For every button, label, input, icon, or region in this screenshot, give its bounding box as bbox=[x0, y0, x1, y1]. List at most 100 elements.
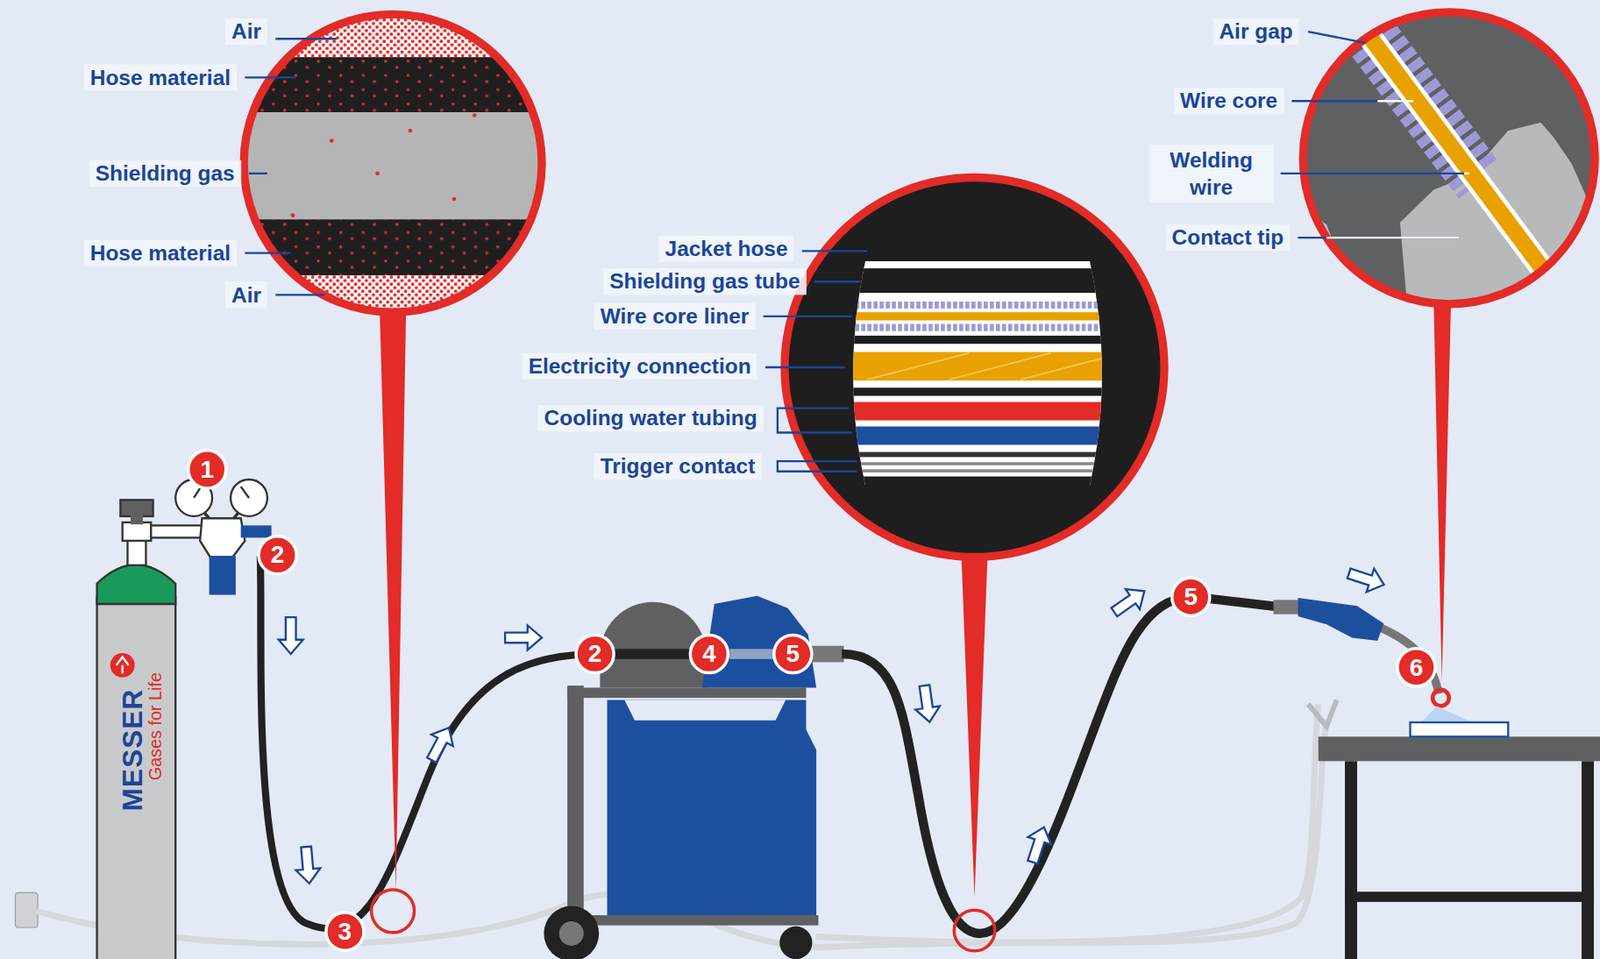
cable-layer bbox=[836, 387, 1123, 396]
leader-line bbox=[244, 76, 296, 79]
cart-wheel bbox=[543, 906, 599, 959]
leader-line bbox=[1280, 172, 1465, 175]
liner-wire bbox=[836, 312, 1123, 320]
cart-frame bbox=[567, 685, 584, 926]
gas-cylinder bbox=[97, 597, 177, 959]
part-label: Contact tip bbox=[1166, 224, 1291, 251]
callout-number: 5 bbox=[1170, 576, 1212, 619]
leader-line bbox=[1308, 31, 1366, 43]
part-label: Wire core liner bbox=[594, 303, 756, 330]
magnifier-ring bbox=[243, 14, 542, 313]
part-label: Welding wire bbox=[1149, 144, 1274, 203]
torch-hose bbox=[841, 597, 1280, 934]
leader-line bbox=[1377, 99, 1414, 102]
leader-line bbox=[1291, 99, 1378, 102]
arc-glow bbox=[1420, 705, 1475, 724]
air-layer bbox=[234, 0, 552, 57]
torch-connector bbox=[1273, 599, 1301, 614]
leader-line bbox=[790, 470, 858, 473]
brand-name: MESSER bbox=[117, 689, 150, 812]
torch-handle bbox=[1297, 597, 1384, 641]
gas-dot bbox=[291, 213, 296, 218]
table-leg bbox=[1581, 760, 1594, 959]
part-label: Wire core bbox=[1173, 87, 1284, 114]
cart-top-bar bbox=[567, 687, 806, 698]
torch-nozzle bbox=[1432, 689, 1450, 707]
gas-dot bbox=[408, 128, 413, 134]
welding-wire bbox=[1346, 6, 1561, 294]
flow-arrow bbox=[293, 846, 321, 885]
flow-arrow bbox=[1344, 561, 1387, 598]
part-label: Hose material bbox=[84, 240, 237, 267]
gas-layer bbox=[234, 112, 552, 220]
flow-arrow bbox=[1107, 581, 1152, 623]
callout-number: 1 bbox=[186, 448, 228, 491]
part-label: Air bbox=[225, 281, 268, 308]
power-plug bbox=[14, 892, 38, 928]
conductor-strands bbox=[867, 353, 1123, 380]
callout-number: 4 bbox=[689, 633, 731, 676]
flow-arrow bbox=[1021, 823, 1057, 866]
trigger-wire bbox=[836, 462, 1123, 465]
air-layer bbox=[234, 275, 552, 327]
brand-logo bbox=[110, 653, 136, 678]
magnifier-pointer bbox=[379, 305, 406, 890]
magnifier-pointer bbox=[1433, 300, 1451, 682]
cable-layer bbox=[836, 335, 1123, 344]
liner-coil bbox=[836, 324, 1123, 332]
leader-line bbox=[765, 366, 846, 369]
gas-dot bbox=[329, 138, 335, 143]
part-label: Shielding gas tube bbox=[603, 268, 806, 295]
wire-core-coil bbox=[1373, 7, 1493, 166]
leader-line bbox=[275, 37, 337, 40]
flow-arrow bbox=[912, 683, 942, 724]
torch-connector bbox=[810, 646, 844, 663]
part-label: Jacket hose bbox=[659, 235, 795, 263]
regulator-body bbox=[199, 518, 245, 557]
leader-line bbox=[1326, 236, 1459, 239]
gas-hose bbox=[260, 555, 598, 929]
leader-line bbox=[790, 406, 849, 409]
table-crossbar bbox=[1344, 891, 1594, 903]
air-gap bbox=[1346, 6, 1561, 294]
part-label: Air gap bbox=[1212, 18, 1299, 45]
leader-line bbox=[275, 293, 325, 296]
torch-neck bbox=[1377, 626, 1439, 695]
gauge-needle bbox=[241, 486, 249, 498]
cart-wheel bbox=[779, 926, 812, 959]
leader-line bbox=[790, 431, 853, 434]
leader-line bbox=[814, 280, 861, 283]
liner-coil bbox=[836, 301, 1123, 309]
pressure-gauge bbox=[230, 479, 268, 517]
part-label: Hose material bbox=[84, 64, 237, 91]
gas-dot bbox=[375, 171, 380, 177]
bracket bbox=[777, 461, 791, 472]
callout-number: 2 bbox=[574, 633, 616, 676]
part-label: Trigger contact bbox=[594, 453, 762, 480]
table-top bbox=[1318, 736, 1600, 761]
leader-line bbox=[763, 315, 853, 318]
leader-line bbox=[1464, 172, 1470, 175]
leader-line bbox=[244, 251, 291, 254]
bracket bbox=[777, 408, 791, 434]
flow-arrow bbox=[278, 617, 304, 655]
regulator-outlet bbox=[241, 525, 272, 538]
cylinder-neck bbox=[127, 540, 146, 566]
callout-number: 2 bbox=[256, 534, 299, 576]
air-region bbox=[1295, 204, 1358, 306]
valve-stem bbox=[130, 514, 143, 526]
brand-slogan: Gases for Life bbox=[145, 672, 166, 781]
part-label: Cooling water tubing bbox=[538, 405, 764, 432]
cooling-tube-red bbox=[836, 402, 1123, 421]
machine-body bbox=[607, 699, 818, 924]
trigger-wire bbox=[836, 469, 1123, 472]
power-conductor bbox=[836, 352, 1123, 382]
gas-tube bbox=[836, 268, 1123, 293]
leader-line bbox=[1297, 236, 1459, 239]
cylinder-shoulder bbox=[97, 564, 177, 605]
machine-slot bbox=[624, 699, 786, 720]
ground-clamp bbox=[1308, 699, 1337, 726]
magnifier-ring bbox=[1302, 12, 1595, 305]
cooling-tube-blue bbox=[836, 426, 1123, 446]
gas-dot bbox=[452, 197, 457, 202]
